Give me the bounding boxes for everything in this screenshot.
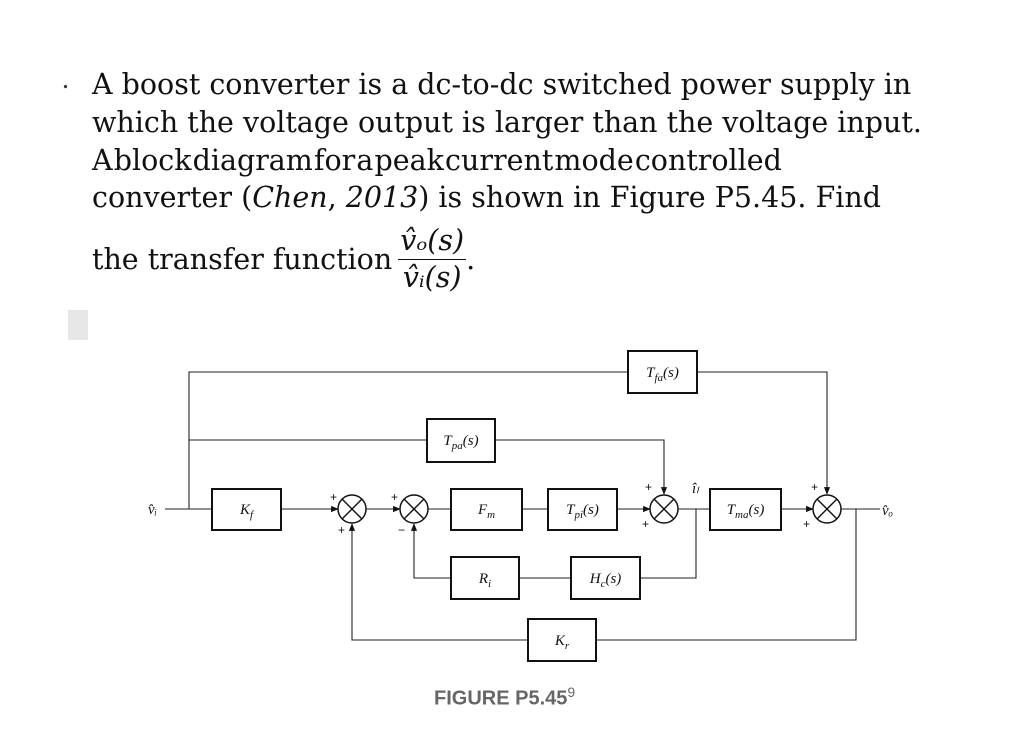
block-hc-label: Hc(s)	[589, 571, 622, 590]
input-signal-label: v̂ᵢ	[148, 502, 157, 518]
block-kr: Kr	[527, 618, 597, 662]
summing-junction-3	[649, 494, 679, 524]
sign-j4-top: +	[811, 480, 818, 494]
output-signal-label: v̂ₒ	[882, 503, 893, 519]
block-tfa: Tfa(s)	[627, 350, 698, 394]
block-tpi: Tpi(s)	[547, 488, 618, 531]
block-fm-label: Fm	[477, 502, 495, 521]
block-kf-label: Kf	[239, 502, 255, 521]
sign-j1-bottom: +	[338, 523, 345, 537]
line5-pre: the transfer function	[92, 242, 393, 276]
sign-j2-bottom: −	[398, 523, 405, 537]
block-fm: Fm	[450, 488, 523, 531]
sign-j3-left: +	[642, 517, 649, 531]
block-tma-label: Tma(s)	[727, 502, 765, 521]
summing-junctions	[337, 494, 842, 524]
problem-line-3-word: diagram	[192, 143, 313, 177]
caption-text: FIGURE P5.45	[434, 687, 568, 710]
block-kf: Kf	[211, 488, 282, 531]
block-kr-label: Kr	[554, 633, 570, 652]
block-hc: Hc(s)	[570, 556, 641, 600]
figure-caption: FIGURE P5.459	[434, 684, 575, 711]
problem-line-3-word: current	[445, 143, 554, 177]
citation-year: 2013	[345, 181, 419, 215]
problem-line-3: A block diagram for a peak current mode …	[92, 142, 782, 180]
diagram-wires	[165, 371, 880, 641]
problem-bullet: .	[62, 64, 69, 95]
problem-line-4: converter (Chen, 2013) is shown in Figur…	[92, 179, 881, 217]
problem-line-3-word: for	[313, 143, 356, 177]
placeholder-box	[68, 310, 88, 340]
block-tpa: Tpa(s)	[426, 418, 496, 463]
problem-line-5: the transfer function v̂ₒ(s) v̂ᵢ(s) .	[92, 225, 782, 294]
problem-line-3-word: a	[356, 143, 374, 177]
problem-line-3-word: A	[92, 143, 113, 177]
block-tma: Tma(s)	[709, 488, 782, 531]
block-tfa-label: Tfa(s)	[646, 365, 679, 384]
block-ri: Ri	[450, 556, 520, 600]
block-ri-label: Ri	[478, 571, 491, 590]
summing-junction-1	[337, 494, 367, 524]
problem-line-3-word: mode	[554, 143, 634, 177]
sign-j1-left: +	[330, 490, 337, 504]
sign-j4-left: +	[803, 517, 810, 531]
summing-junction-4	[812, 494, 842, 524]
current-signal-label: îₗ	[692, 481, 700, 497]
line5-post: .	[466, 242, 476, 276]
line4-pre: converter (	[92, 181, 253, 215]
problem-line-3-word: peak	[374, 143, 444, 177]
citation-author: Chen	[252, 181, 328, 215]
line4-comma: ,	[327, 181, 346, 215]
summing-junction-2	[399, 494, 429, 524]
tf-denominator: v̂ᵢ(s)	[402, 261, 462, 295]
block-tpa-label: Tpa(s)	[443, 433, 478, 452]
problem-line-1: A boost converter is a dc-to-dc switched…	[92, 68, 912, 101]
tf-numerator: v̂ₒ(s)	[398, 225, 467, 261]
sign-j2-left: +	[391, 490, 398, 504]
transfer-function-fraction: v̂ₒ(s) v̂ᵢ(s)	[398, 225, 467, 295]
problem-line-3-word: block	[113, 143, 192, 177]
caption-footnote: 9	[567, 684, 576, 700]
block-tpi-label: Tpi(s)	[566, 502, 599, 521]
problem-line-3-word: controlled	[634, 143, 782, 177]
line4-post: ) is shown in Figure P5.45. Find	[418, 181, 881, 215]
sign-j3-top: +	[645, 480, 652, 494]
